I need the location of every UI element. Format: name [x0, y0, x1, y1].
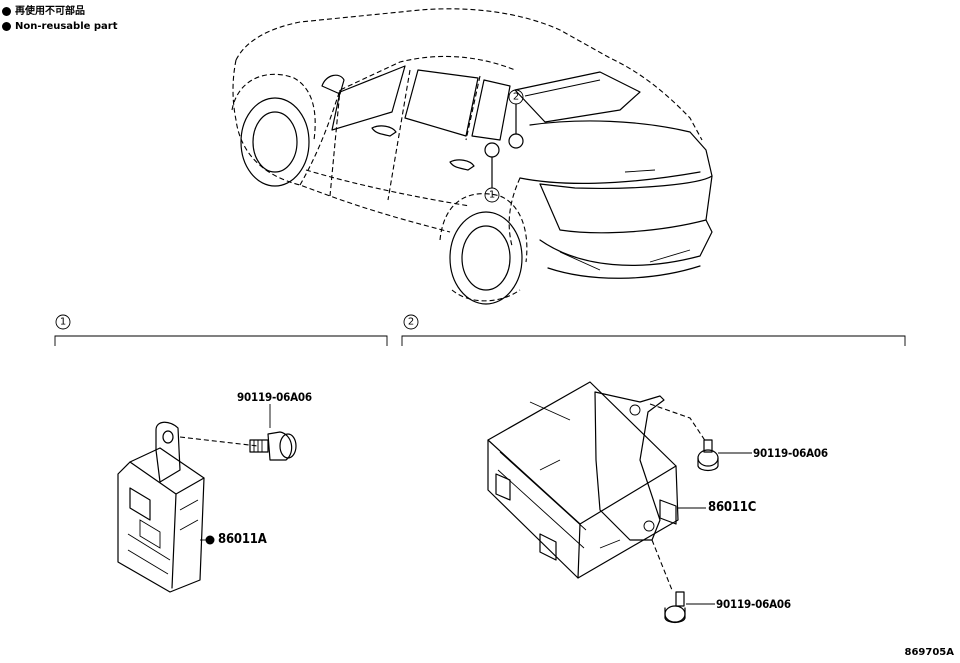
bolt-part-number-section2-top: 90119-06A06: [753, 446, 828, 460]
legend-english-text: Non-reusable part: [15, 21, 118, 32]
non-reusable-dot-icon: [2, 7, 11, 16]
bolt-section2-bottom-drawing: [651, 539, 715, 624]
sensor-86011a-drawing: [117, 421, 205, 593]
bolt-part-number-section2-bottom: 90119-06A06: [716, 597, 791, 611]
non-reusable-dot-icon: [205, 535, 215, 545]
legend-japanese-text: 再使用不可部品: [15, 6, 85, 17]
location-ring-1-icon: [484, 142, 500, 158]
callout-1-car: 1: [484, 187, 500, 203]
sensor-part-number: 86011A: [218, 532, 267, 547]
legend: 再使用不可部品 Non-reusable part: [2, 4, 118, 34]
section-1-bracket: 1: [54, 314, 388, 346]
section-2-bracket: 2: [401, 314, 906, 346]
non-reusable-dot-icon: [2, 22, 11, 31]
figure-id: 869705A: [904, 647, 955, 658]
module-86011c-drawing: [487, 381, 679, 579]
location-ring-2-icon: [508, 133, 524, 149]
module-part-number: 86011C: [708, 500, 757, 515]
bolt-section1-drawing: [179, 404, 297, 461]
svg-text:1: 1: [60, 317, 66, 328]
svg-text:2: 2: [408, 317, 414, 328]
svg-text:2: 2: [513, 92, 519, 103]
vehicle-illustration: [231, 8, 713, 305]
svg-text:1: 1: [489, 190, 495, 201]
bolt-section2-top-drawing: [649, 403, 752, 472]
callout-2-car: 2: [508, 89, 524, 105]
legend-row-jp: 再使用不可部品: [2, 4, 118, 19]
bolt-part-number-section1: 90119-06A06: [237, 390, 312, 404]
legend-row-en: Non-reusable part: [2, 19, 118, 34]
